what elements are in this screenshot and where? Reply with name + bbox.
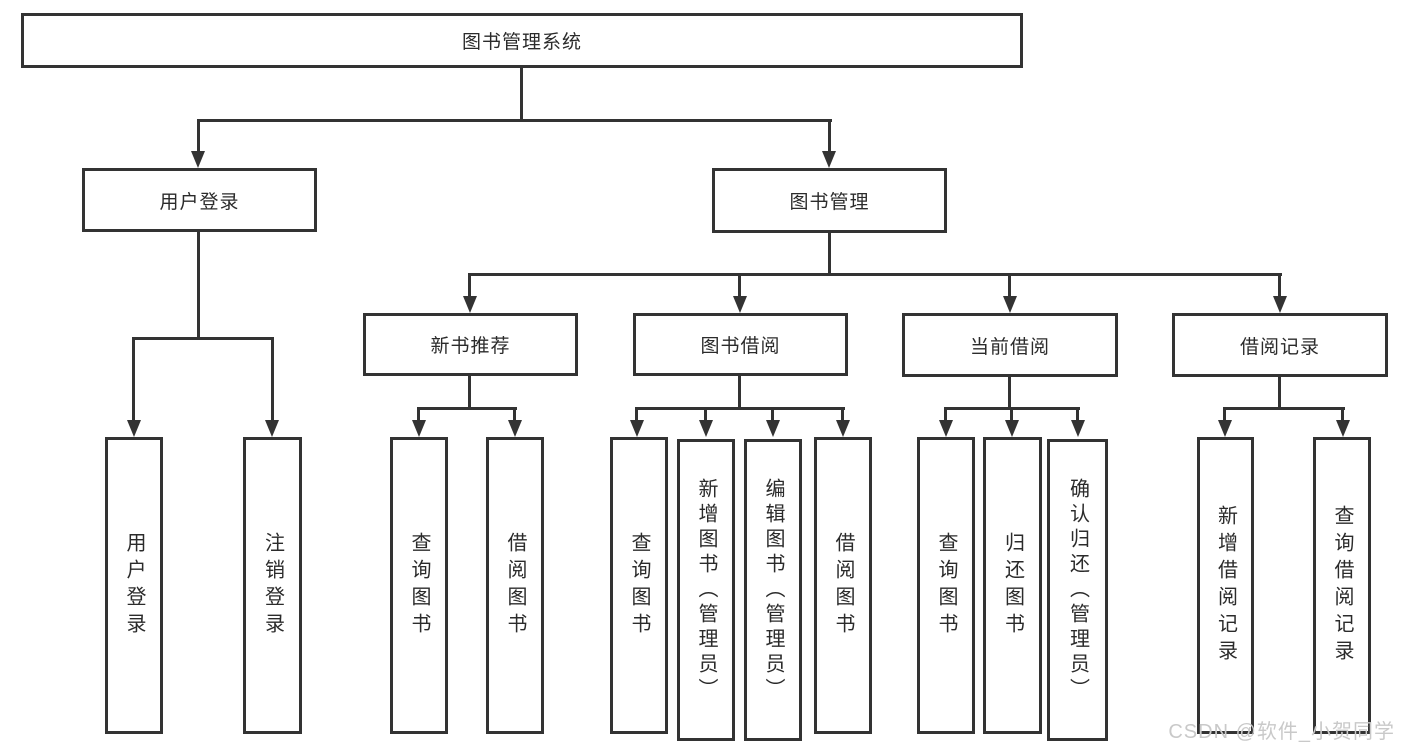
- connector-new-book-bar: [418, 407, 517, 410]
- node-user-login: 用户登录: [82, 168, 317, 232]
- node-book-borrowing: 图书借阅: [633, 313, 848, 376]
- down-arrowhead: [412, 420, 426, 437]
- node-new-book-recommend: 新书推荐: [363, 313, 578, 376]
- node-library-system: 图书管理系统: [21, 13, 1023, 68]
- node-book-management: 图书管理: [712, 168, 947, 233]
- down-arrowhead: [1071, 420, 1085, 437]
- down-arrowhead: [127, 420, 141, 437]
- connector-shaft: [1010, 407, 1013, 423]
- down-arrowhead: [699, 420, 713, 437]
- connector-shaft: [1008, 273, 1011, 299]
- connector-borrow-record-bar: [1224, 407, 1345, 410]
- connector-shaft: [197, 119, 200, 153]
- down-arrowhead: [1003, 296, 1017, 313]
- leaf-user-login: 用户登录: [105, 437, 163, 734]
- leaf-edit-books-admin: 编辑图书（管理员）: [744, 439, 802, 741]
- connector-shaft: [1223, 407, 1226, 423]
- down-arrowhead: [766, 420, 780, 437]
- down-arrowhead: [939, 420, 953, 437]
- connector-shaft: [944, 407, 947, 423]
- connector-shaft: [771, 407, 774, 423]
- connector-new-book-stem: [468, 375, 471, 410]
- connector-shaft: [635, 407, 638, 423]
- leaf-query-books-current: 查询图书: [917, 437, 975, 734]
- connector-shaft: [841, 407, 844, 423]
- down-arrowhead: [1273, 296, 1287, 313]
- connector-user-login-bar: [133, 337, 274, 340]
- connector-shaft: [704, 407, 707, 423]
- down-arrowhead: [733, 296, 747, 313]
- leaf-confirm-return-admin: 确认归还（管理员）: [1047, 439, 1108, 741]
- connector-book-borrow-bar: [636, 407, 845, 410]
- connector-shaft: [828, 119, 831, 153]
- leaf-logout: 注销登录: [243, 437, 302, 734]
- leaf-borrow-books-recommend: 借阅图书: [486, 437, 544, 734]
- connector-root-stem: [520, 68, 523, 122]
- leaf-add-borrow-record: 新增借阅记录: [1197, 437, 1254, 734]
- leaf-query-books-borrow: 查询图书: [610, 437, 668, 734]
- csdn-watermark: CSDN @软件_小贺同学: [1168, 721, 1395, 743]
- down-arrowhead: [463, 296, 477, 313]
- connector-shaft: [468, 273, 471, 299]
- leaf-borrow-books: 借阅图书: [814, 437, 872, 734]
- connector-borrow-record-stem: [1278, 376, 1281, 410]
- down-arrowhead: [630, 420, 644, 437]
- connector-shaft: [271, 337, 274, 421]
- connector-shaft: [1076, 407, 1079, 423]
- leaf-return-books: 归还图书: [983, 437, 1042, 734]
- down-arrowhead: [508, 420, 522, 437]
- connector-shaft: [513, 407, 516, 423]
- leaf-query-books-recommend: 查询图书: [390, 437, 448, 734]
- connector-user-login-stem: [197, 232, 200, 340]
- connector-current-borrow-stem: [1008, 376, 1011, 410]
- connector-shaft: [1341, 407, 1344, 423]
- down-arrowhead: [1005, 420, 1019, 437]
- down-arrowhead: [191, 151, 205, 168]
- connector-level2-bar: [469, 273, 1282, 276]
- leaf-add-books-admin: 新增图书（管理员）: [677, 439, 735, 741]
- down-arrowhead: [1218, 420, 1232, 437]
- down-arrowhead: [836, 420, 850, 437]
- connector-shaft: [1278, 273, 1281, 299]
- down-arrowhead: [822, 151, 836, 168]
- leaf-query-borrow-record: 查询借阅记录: [1313, 437, 1371, 734]
- connector-level1-bar: [197, 119, 832, 122]
- connector-shaft: [417, 407, 420, 423]
- connector-book-borrow-stem: [738, 375, 741, 410]
- connector-shaft: [132, 337, 135, 421]
- connector-shaft: [738, 273, 741, 299]
- down-arrowhead: [1336, 420, 1350, 437]
- node-borrowing-records: 借阅记录: [1172, 313, 1388, 377]
- node-current-borrowing: 当前借阅: [902, 313, 1118, 377]
- down-arrowhead: [265, 420, 279, 437]
- connector-book-mgmt-stem: [828, 233, 831, 276]
